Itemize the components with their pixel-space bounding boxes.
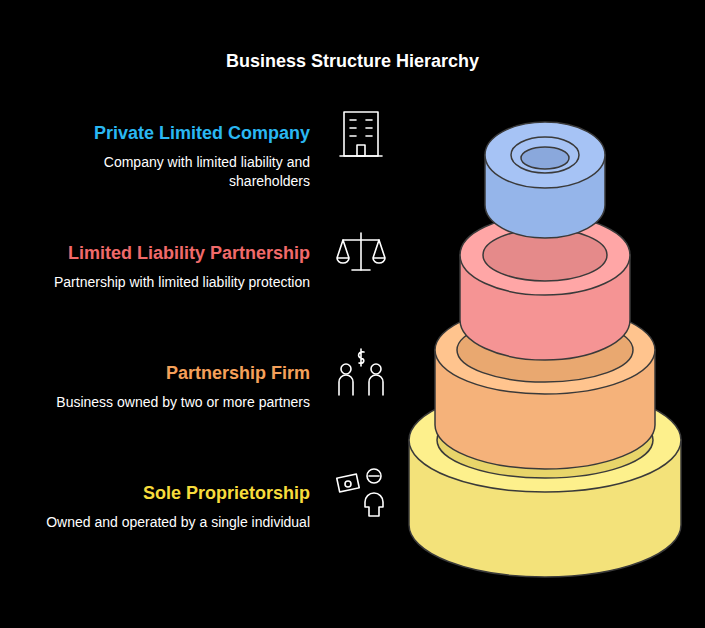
proprietorship-description: Owned and operated by a single individua… xyxy=(10,513,310,532)
structure-level: Sole ProprietorshipOwned and operated by… xyxy=(10,481,310,532)
structure-level: Private Limited CompanyCompany with limi… xyxy=(60,121,310,191)
partnership-description: Business owned by two or more partners xyxy=(10,393,310,412)
scales-icon xyxy=(337,233,385,270)
company-description: Company with limited liability and share… xyxy=(60,153,310,191)
partners-icon xyxy=(339,349,383,395)
diagram-title: Business Structure Hierarchy xyxy=(0,49,705,73)
building-icon xyxy=(340,112,382,156)
structure-level: Limited Liability PartnershipPartnership… xyxy=(10,241,310,292)
structure-level: Partnership FirmBusiness owned by two or… xyxy=(10,361,310,412)
partnership-heading: Partnership Firm xyxy=(10,361,310,385)
company-heading: Private Limited Company xyxy=(60,121,310,145)
llp-description: Partnership with limited liability prote… xyxy=(10,273,310,292)
llp-heading: Limited Liability Partnership xyxy=(10,241,310,265)
owner-icon xyxy=(337,469,383,516)
proprietorship-heading: Sole Proprietorship xyxy=(10,481,310,505)
